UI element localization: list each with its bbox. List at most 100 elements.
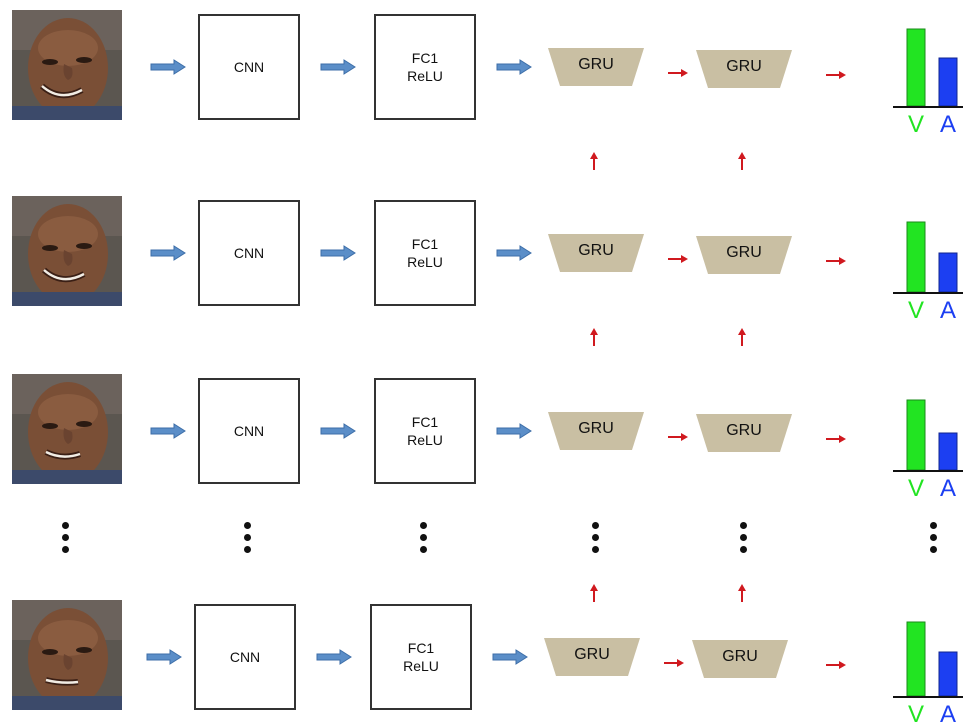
cnn-box: CNN [198, 378, 300, 484]
dot [62, 522, 69, 529]
dot [592, 534, 599, 541]
arousal-bar [938, 432, 958, 471]
valence-label: V [907, 297, 924, 324]
input-to-cnn-arrow [150, 245, 186, 261]
dot [244, 534, 251, 541]
valence-label: V [907, 701, 924, 728]
gru-layer2-label: GRU [726, 244, 762, 261]
gru-layer2: GRU [696, 234, 792, 278]
dot [740, 522, 747, 529]
arousal-label: A [939, 111, 956, 138]
dot [930, 534, 937, 541]
ellipsis-dots [242, 522, 252, 558]
arousal-label: A [939, 701, 956, 728]
cnn-label: CNN [233, 59, 265, 75]
fc-to-gru-arrow [496, 423, 532, 439]
dot [244, 522, 251, 529]
gru-layer2: GRU [696, 412, 792, 456]
gru2-to-output-arrow [826, 252, 846, 265]
gru-layer1: GRU [548, 46, 644, 90]
gru-layer1: GRU [548, 232, 644, 276]
valence-bar [906, 221, 926, 293]
cnn-box: CNN [198, 200, 300, 306]
gru-layer1-label: GRU [574, 646, 610, 663]
gru-layer1-label: GRU [578, 242, 614, 259]
input-to-cnn-arrow [150, 59, 186, 75]
gru2-to-output-arrow [826, 66, 846, 79]
arousal-label: A [939, 297, 956, 324]
dot [592, 522, 599, 529]
gru-layer1: GRU [544, 636, 640, 680]
arousal-label: A [939, 475, 956, 502]
gru1-to-gru2-arrow [664, 654, 684, 667]
gru-layer2: GRU [696, 48, 792, 92]
gru-layer1-label: GRU [578, 420, 614, 437]
dot [740, 534, 747, 541]
cnn-to-fc-arrow [320, 59, 356, 75]
fc-to-gru-arrow [496, 59, 532, 75]
gru-layer1: GRU [548, 410, 644, 454]
fc1-label: FC1 [407, 640, 435, 656]
cnn-to-fc-arrow [320, 423, 356, 439]
valence-label: V [907, 111, 924, 138]
dot [62, 534, 69, 541]
arousal-bar [938, 252, 958, 293]
dot [930, 522, 937, 529]
cnn-box: CNN [194, 604, 296, 710]
dot [592, 546, 599, 553]
gru-layer2: GRU [692, 638, 788, 682]
cnn-label: CNN [233, 245, 265, 261]
face-frame-image [12, 600, 122, 710]
dot [420, 546, 427, 553]
gru-recurrent-arrow [738, 152, 746, 170]
relu-label: ReLU [407, 432, 443, 448]
dot [420, 534, 427, 541]
ellipsis-dots [418, 522, 428, 558]
face-frame-image [12, 196, 122, 306]
input-to-cnn-arrow [150, 423, 186, 439]
gru-recurrent-arrow [590, 584, 598, 602]
ellipsis-dots [590, 522, 600, 558]
ellipsis-dots [60, 522, 70, 558]
dot [930, 546, 937, 553]
dot [244, 546, 251, 553]
gru-layer1-label: GRU [578, 56, 614, 73]
relu-label: ReLU [407, 68, 443, 84]
gru-recurrent-arrow [738, 328, 746, 346]
gru-layer2-label: GRU [726, 422, 762, 439]
dot [740, 546, 747, 553]
ellipsis-dots [738, 522, 748, 558]
relu-label: ReLU [403, 658, 439, 674]
face-frame-image [12, 10, 122, 120]
face-frame-image [12, 374, 122, 484]
gru-layer2-label: GRU [726, 58, 762, 75]
cnn-to-fc-arrow [316, 649, 352, 665]
fc1-label: FC1 [411, 236, 439, 252]
ellipsis-dots [928, 522, 938, 558]
gru-recurrent-arrow [590, 152, 598, 170]
gru2-to-output-arrow [826, 430, 846, 443]
cnn-label: CNN [233, 423, 265, 439]
cnn-label: CNN [229, 649, 261, 665]
gru-layer2-label: GRU [722, 648, 758, 665]
gru-recurrent-arrow [738, 584, 746, 602]
cnn-box: CNN [198, 14, 300, 120]
arousal-bar [938, 57, 958, 107]
cnn-to-fc-arrow [320, 245, 356, 261]
fc-to-gru-arrow [492, 649, 528, 665]
gru1-to-gru2-arrow [668, 428, 688, 441]
